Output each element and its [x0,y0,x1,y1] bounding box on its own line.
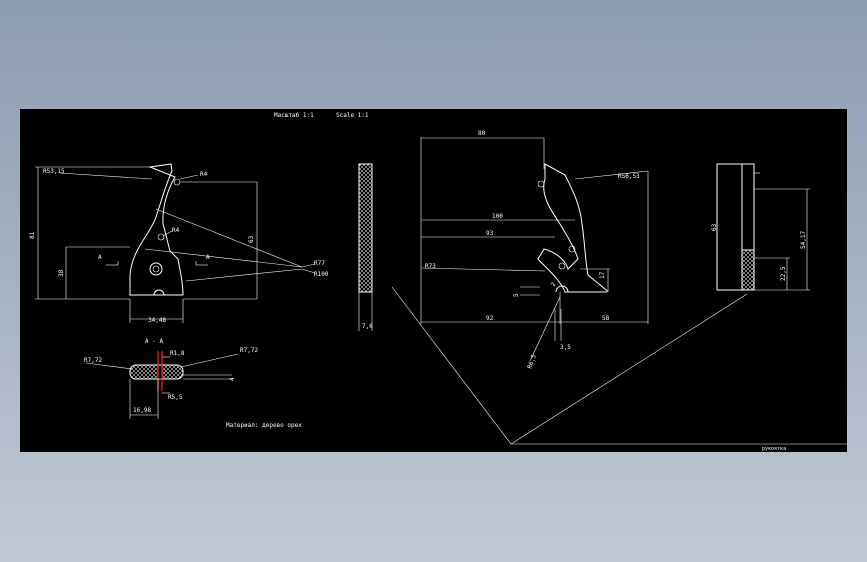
section-mark-right: A [206,254,210,261]
dim-100: 100 [492,213,503,220]
middle-handle-view: 80 100 93 R56,53 R73 17 5 92 58 R6,5 3,5… [391,130,847,445]
dim-r6-5: R6,5 [526,353,538,369]
dim-2: 2 [550,281,558,288]
dim-r77: R77 [314,260,325,267]
corner-note: рукоятка [762,446,786,452]
dim-54-17: 54,17 [800,231,807,249]
dim-1-8: R1,8 [170,350,185,357]
dim-r73: R73 [425,263,436,270]
left-handle-view: A A R53,15 R4 R4 81 38 63 R77 R100 34,48 [29,163,329,324]
scale-label-en: Scale 1:1 [336,112,369,119]
section-title: A - A [145,338,163,345]
dim-4: 4 [229,377,236,381]
dim-16-98: 16,98 [133,407,151,414]
dim-7-6: 7,6 [362,323,373,330]
dim-r7-72-b: R7,72 [240,347,258,354]
dim-r56-53: R56,53 [618,173,640,180]
dim-5: 5 [513,293,520,297]
dim-34-48: 34,48 [148,317,166,324]
dim-r4-b: R4 [172,227,180,234]
dim-r7-72-a: R7,72 [84,357,102,364]
dim-38: 38 [58,269,65,277]
dim-63: 63 [248,235,255,243]
section-a-a: A - A R7,72 R7,72 R1,8 R5,5 16,98 4 Мате… [84,338,302,429]
section-mark-left: A [98,254,102,261]
right-side-view: 63 54,17 22,5 [711,163,810,291]
dim-3-5: 3,5 [560,344,571,351]
dim-93: 93 [486,230,494,237]
dim-r4: R4 [200,171,208,178]
dim-92: 92 [486,315,494,322]
dim-22-5: 22,5 [780,266,787,281]
dim-r100: R100 [314,271,329,278]
drawing-sheet: Масштаб 1:1 Scale 1:1 A [20,109,847,452]
dim-r53-15: R53,15 [43,168,65,175]
material-note: Материал: дерево орех [226,422,302,429]
dim-17: 17 [599,271,606,279]
dim-63-right: 63 [711,223,718,231]
side-strip-view: 7,6 [358,163,373,331]
cad-drawing: Масштаб 1:1 Scale 1:1 A [29,112,847,452]
dim-5-5: R5,5 [168,394,183,401]
scale-label-ru: Масштаб 1:1 [274,112,314,119]
dim-80: 80 [478,130,486,137]
dim-58: 58 [602,315,610,322]
dim-81: 81 [29,231,36,239]
